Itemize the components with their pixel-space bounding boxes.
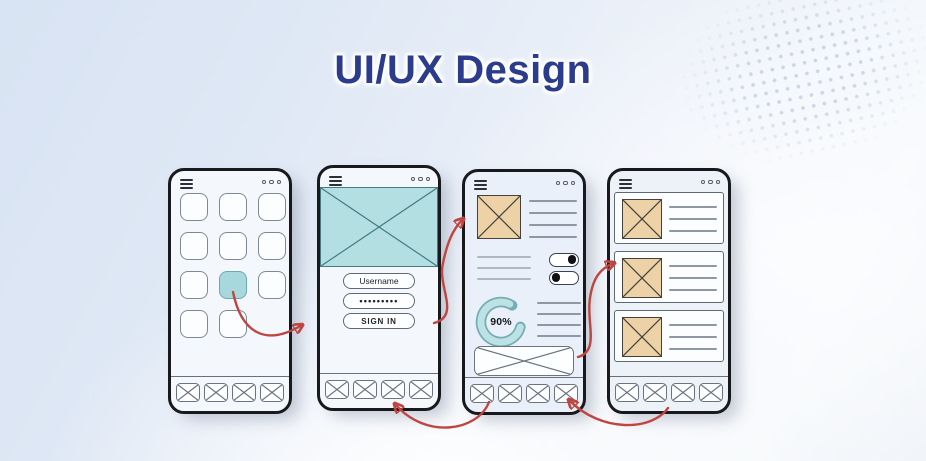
bottom-nav-item[interactable] xyxy=(699,383,723,402)
phone-2-login: Username ••••••••• SIGN IN xyxy=(317,165,441,411)
text-line xyxy=(477,278,531,280)
progress-ring xyxy=(475,296,527,348)
hamburger-icon[interactable] xyxy=(180,179,193,191)
progress-value: 90% xyxy=(490,316,512,328)
phone-3-profile: 90% xyxy=(462,169,586,415)
image-placeholder xyxy=(622,317,662,357)
app-tile[interactable] xyxy=(258,271,286,299)
text-line xyxy=(669,277,717,279)
password-input[interactable]: ••••••••• xyxy=(343,293,415,309)
text-line xyxy=(477,267,531,269)
phone-1-app-grid xyxy=(168,168,292,414)
page-title: UI/UX Design xyxy=(334,48,592,92)
list-card[interactable] xyxy=(614,310,724,362)
bottom-nav-item[interactable] xyxy=(232,383,256,402)
bottom-nav xyxy=(615,383,723,402)
text-line xyxy=(669,348,717,350)
sign-in-button[interactable]: SIGN IN xyxy=(343,313,415,329)
bottom-nav-item[interactable] xyxy=(554,384,578,403)
divider xyxy=(465,377,583,379)
bottom-nav-item[interactable] xyxy=(204,383,228,402)
app-tile[interactable] xyxy=(258,193,286,221)
divider xyxy=(171,376,289,378)
hamburger-icon[interactable] xyxy=(474,180,487,192)
bottom-nav-item[interactable] xyxy=(409,380,433,399)
three-dots-icon[interactable] xyxy=(261,180,281,185)
bottom-nav-item[interactable] xyxy=(381,380,405,399)
image-placeholder xyxy=(622,199,662,239)
divider xyxy=(320,373,438,375)
bottom-nav xyxy=(325,380,433,399)
divider xyxy=(610,376,728,378)
bottom-nav-item[interactable] xyxy=(176,383,200,402)
profile-image-placeholder xyxy=(477,195,521,239)
bottom-nav-item[interactable] xyxy=(671,383,695,402)
text-line xyxy=(537,302,581,304)
bottom-nav-item[interactable] xyxy=(260,383,284,402)
bottom-nav-item[interactable] xyxy=(526,384,550,403)
app-tile-grid xyxy=(180,193,286,338)
app-tile[interactable] xyxy=(180,232,208,260)
text-line xyxy=(669,336,717,338)
three-dots-icon[interactable] xyxy=(410,177,430,182)
app-tile[interactable] xyxy=(180,271,208,299)
text-line xyxy=(537,324,581,326)
text-line xyxy=(669,265,717,267)
toggle-switch-off[interactable] xyxy=(549,271,579,285)
app-tile-highlighted[interactable] xyxy=(219,271,247,299)
list-card[interactable] xyxy=(614,192,724,244)
app-tile[interactable] xyxy=(219,193,247,221)
app-tile[interactable] xyxy=(180,310,208,338)
text-line xyxy=(529,212,577,214)
bottom-nav xyxy=(176,383,284,402)
text-line xyxy=(669,230,717,232)
image-placeholder xyxy=(622,258,662,298)
username-input[interactable]: Username xyxy=(343,273,415,289)
three-dots-icon[interactable] xyxy=(555,181,575,186)
text-line xyxy=(537,313,581,315)
phone-4-list xyxy=(607,168,731,414)
bottom-nav-item[interactable] xyxy=(615,383,639,402)
bottom-nav-item[interactable] xyxy=(470,384,494,403)
text-line xyxy=(669,324,717,326)
toggle-switch-on[interactable] xyxy=(549,253,579,267)
hamburger-icon[interactable] xyxy=(329,176,342,188)
hamburger-icon[interactable] xyxy=(619,179,632,191)
bottom-nav-item[interactable] xyxy=(643,383,667,402)
list-card[interactable] xyxy=(614,251,724,303)
bottom-nav xyxy=(470,384,578,403)
app-tile[interactable] xyxy=(219,232,247,260)
bottom-nav-item[interactable] xyxy=(325,380,349,399)
text-line xyxy=(537,335,581,337)
app-tile[interactable] xyxy=(258,232,286,260)
app-tile[interactable] xyxy=(180,193,208,221)
text-line xyxy=(529,224,577,226)
text-line xyxy=(669,206,717,208)
hero-image-placeholder xyxy=(320,187,438,267)
banner-image-placeholder xyxy=(474,346,574,376)
text-line xyxy=(669,289,717,291)
text-line xyxy=(529,200,577,202)
text-line xyxy=(529,236,577,238)
text-line xyxy=(477,256,531,258)
bottom-nav-item[interactable] xyxy=(498,384,522,403)
three-dots-icon[interactable] xyxy=(700,180,720,185)
text-line xyxy=(669,218,717,220)
bottom-nav-item[interactable] xyxy=(353,380,377,399)
app-tile[interactable] xyxy=(219,310,247,338)
